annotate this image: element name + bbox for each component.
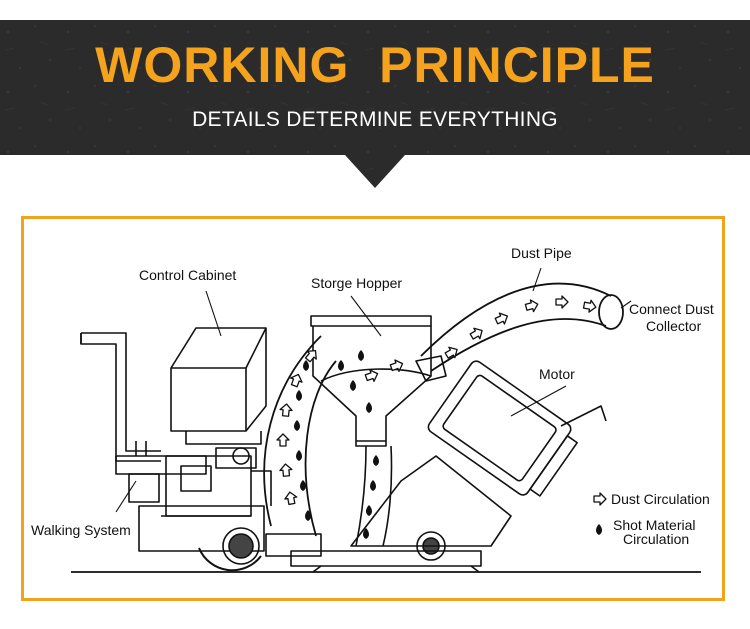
label-motor: Motor (539, 366, 575, 382)
label-control-cabinet: Control Cabinet (139, 267, 236, 283)
legend-shot-icon (596, 524, 602, 535)
legend-dust-label: Dust Circulation (611, 491, 710, 507)
page-title: WORKING PRINCIPLE (95, 37, 655, 93)
elevator-outer (263, 335, 322, 527)
legend-dust-icon (593, 492, 607, 506)
control-cabinet (170, 327, 267, 432)
banner-background (0, 20, 750, 188)
page-subtitle: DETAILS DETERMINE EVERYTHING (192, 108, 558, 131)
diagram-frame (21, 216, 725, 601)
machine-diagram: Control Cabinet Storge Hopper Dust Pipe … (31, 245, 714, 573)
dust-pipe-upper (420, 282, 612, 357)
header-banner (0, 20, 750, 188)
label-connect-dust-2: Collector (646, 318, 702, 334)
dust-arrows (276, 295, 598, 506)
handle (81, 332, 161, 452)
label-connect-dust-1: Connect Dust (629, 301, 714, 317)
storage-hopper (310, 315, 432, 327)
label-storage-hopper: Storge Hopper (311, 275, 402, 291)
legend-shot-label-2: Circulation (623, 531, 689, 547)
legend-shot-label-1: Shot Material (613, 517, 695, 533)
legend: Dust Circulation Shot Material Circulati… (593, 491, 710, 547)
label-walking-system: Walking System (31, 522, 131, 538)
motor-block (427, 360, 578, 497)
label-dust-pipe: Dust Pipe (511, 245, 572, 261)
